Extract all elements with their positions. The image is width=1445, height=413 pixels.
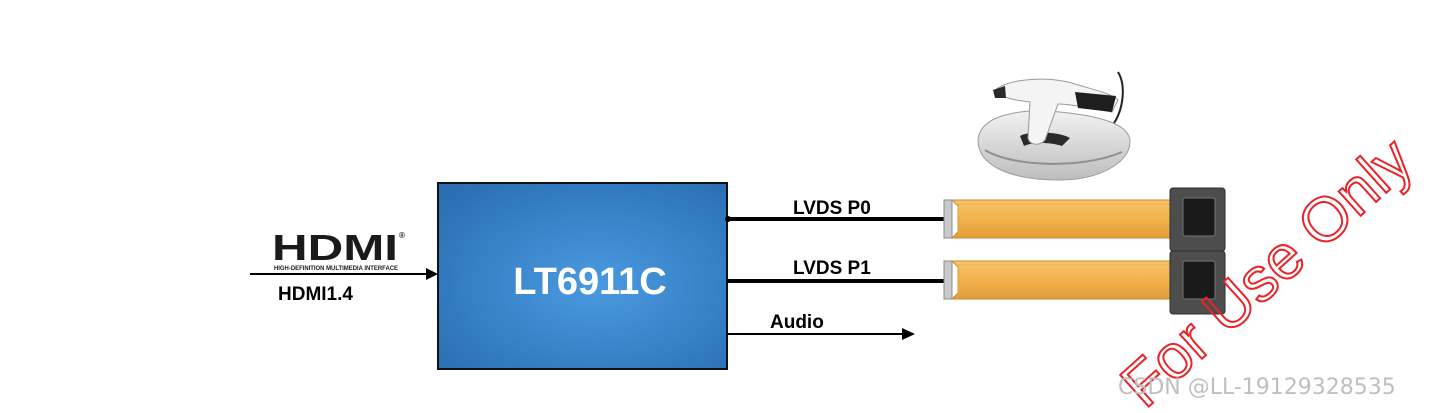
csdn-credit: CSDN @LL-19129328535	[1118, 375, 1396, 400]
lvds-p1-label: LVDS P1	[793, 258, 871, 279]
micro-display-module-2	[943, 250, 1226, 315]
audio-output-arrow	[727, 328, 915, 340]
audio-label: Audio	[770, 312, 824, 333]
hdmi-logo-wordmark: HDMI	[272, 227, 398, 268]
chip-block: LT6911C	[437, 182, 728, 370]
micro-display-module-1	[943, 187, 1226, 252]
hdmi-logo: HDMI ® HIGH-DEFINITION MULTIMEDIA INTERF…	[272, 227, 405, 272]
hdmi-input-arrow	[250, 268, 438, 280]
vr-headset-image	[977, 71, 1131, 181]
lvds-p0-label: LVDS P0	[793, 198, 871, 219]
chip-name: LT6911C	[513, 261, 666, 303]
hdmi-logo-tagline: HIGH-DEFINITION MULTIMEDIA INTERFACE	[274, 266, 398, 272]
lvds-p0-line	[725, 216, 944, 222]
hdmi-logo-registered-mark: ®	[399, 231, 405, 240]
hdmi-input-label: HDMI1.4	[278, 284, 353, 305]
